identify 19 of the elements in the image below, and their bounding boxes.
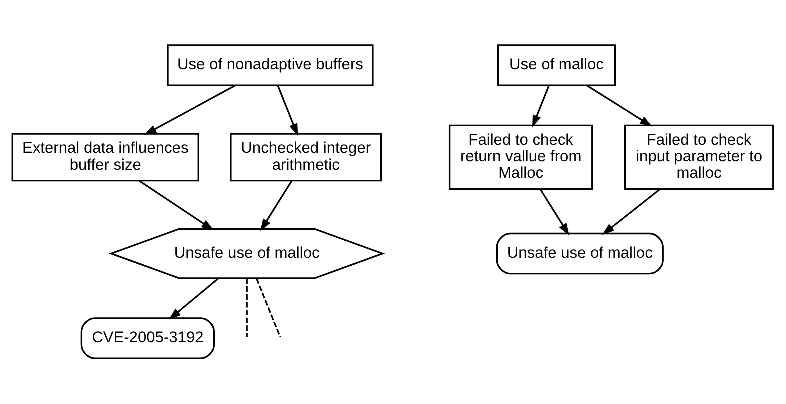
arrow bbox=[586, 84, 652, 127]
node-box: Failed to check input parameter to malloc bbox=[624, 124, 774, 190]
node-box: CVE-2005-3192 bbox=[80, 318, 216, 360]
arrow bbox=[168, 278, 219, 320]
connector bbox=[246, 278, 248, 338]
arrow bbox=[260, 180, 293, 232]
node-box: Use of nonadaptive buffers bbox=[167, 44, 374, 86]
arrow bbox=[277, 85, 298, 136]
node-box: External data influences buffer size bbox=[12, 133, 200, 182]
arrow bbox=[138, 180, 214, 231]
node-box: Failed to check return vallue from Malloc bbox=[448, 124, 594, 190]
arrow bbox=[532, 85, 550, 128]
arrow bbox=[602, 188, 661, 236]
node-box: Unchecked integer arithmetic bbox=[230, 133, 382, 182]
arrow bbox=[540, 188, 570, 236]
arrow bbox=[144, 84, 236, 136]
node-box: Use of malloc bbox=[497, 44, 616, 86]
node-box: Unsafe use of malloc bbox=[496, 232, 664, 275]
connector bbox=[256, 278, 282, 338]
